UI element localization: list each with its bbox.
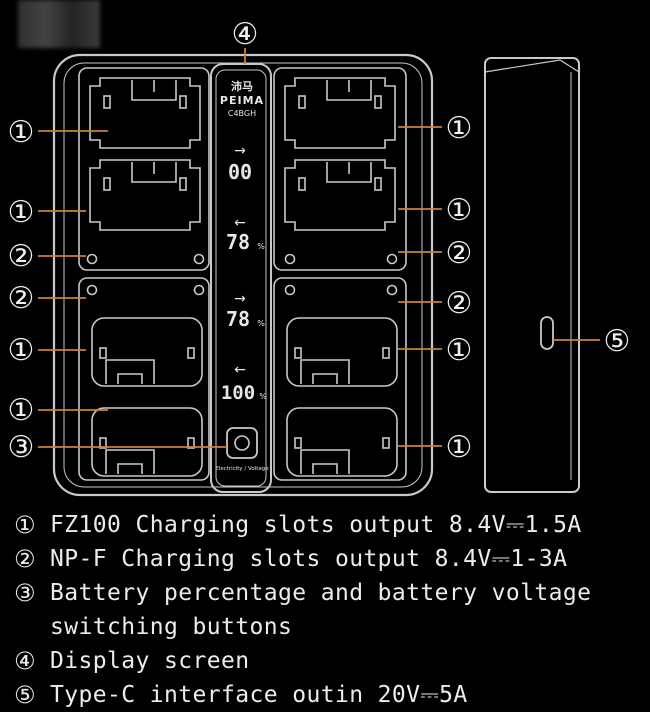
blurred-logo — [18, 0, 100, 48]
reading-3-arrow: → — [234, 291, 246, 307]
legend: ① FZ100 Charging slots output 8.4V⎓1.5A … — [14, 508, 644, 712]
callout-2-right-b: ② — [446, 286, 473, 321]
legend-text-1: FZ100 Charging slots output 8.4V⎓1.5A — [50, 512, 582, 538]
right-bottom-bay — [273, 277, 407, 481]
callout-2-left-a: ② — [8, 239, 35, 274]
reading-2-arrow: ← — [234, 215, 246, 231]
left-bottom-bay — [78, 277, 210, 481]
led-dot — [284, 284, 296, 296]
charger-side-view — [484, 57, 580, 493]
callout-1-left-c: ① — [8, 333, 35, 368]
led-dot — [284, 253, 296, 265]
type-c-port — [540, 316, 554, 350]
legend-text-5: Type-C interface outin 20V⎓5A — [50, 682, 468, 708]
legend-text-4: Display screen — [50, 648, 250, 674]
reading-3-unit: % — [257, 319, 265, 328]
legend-item-3: ③ Battery percentage and battery voltage — [14, 576, 644, 610]
callout-1-right-a: ① — [446, 111, 473, 146]
legend-item-5: ⑤ Type-C interface outin 20V⎓5A — [14, 678, 644, 712]
fz100-slot — [284, 77, 396, 149]
fz100-slot — [89, 77, 201, 149]
legend-item-4: ④ Display screen — [14, 644, 644, 678]
np-f-slot — [91, 407, 203, 477]
brand-name: PEIMA — [220, 94, 264, 107]
callout-1-right-c: ① — [446, 333, 473, 368]
callout-5-right: ⑤ — [604, 324, 631, 359]
np-f-slot — [91, 317, 203, 387]
reading-2-value: 78 — [226, 230, 250, 254]
brand-cn: 沛马 — [231, 79, 253, 93]
legend-num-2: ② — [14, 545, 36, 573]
reading-3-value: 78 — [226, 307, 250, 331]
led-dot — [193, 284, 205, 296]
right-top-bay — [273, 67, 407, 271]
button-caption: Electricity / Voltage — [215, 466, 269, 472]
callout-4-top: ④ — [232, 17, 259, 52]
callout-1-left-a: ① — [8, 115, 35, 150]
led-dot — [86, 284, 98, 296]
legend-text-2: NP-F Charging slots output 8.4V⎓1-3A — [50, 546, 568, 572]
legend-item-3-continuation: switching buttons — [14, 610, 644, 644]
led-dot — [193, 253, 205, 265]
charger-diagram: 沛马 PEIMA C4BGH → 00 ← 78 % → 78 % ← 100 … — [8, 17, 631, 497]
legend-item-2: ② NP-F Charging slots output 8.4V⎓1-3A — [14, 542, 644, 576]
callout-1-left-b: ① — [8, 195, 35, 230]
np-f-slot — [286, 407, 398, 477]
reading-2-unit: % — [257, 242, 265, 251]
left-top-bay — [78, 67, 210, 271]
model-code: C4BGH — [228, 109, 256, 118]
charger-body-inner — [63, 62, 423, 488]
fz100-slot — [89, 159, 201, 231]
legend-text-3-continuation: switching buttons — [50, 614, 293, 640]
legend-num-3: ③ — [14, 579, 36, 607]
reading-4-arrow: ← — [234, 362, 246, 378]
legend-item-1: ① FZ100 Charging slots output 8.4V⎓1.5A — [14, 508, 644, 542]
led-dot — [386, 284, 398, 296]
reading-4-unit: % — [259, 392, 267, 401]
led-dot — [86, 253, 98, 265]
callout-2-left-b: ② — [8, 281, 35, 316]
legend-num-1: ① — [14, 511, 36, 539]
charger-body — [52, 53, 434, 497]
switch-button — [226, 427, 258, 459]
legend-text-3: Battery percentage and battery voltage — [50, 580, 592, 606]
callout-1-right-d: ① — [446, 430, 473, 465]
callout-3-left: ③ — [8, 430, 35, 465]
callout-1-right-b: ① — [446, 193, 473, 228]
led-dot — [386, 253, 398, 265]
reading-4-value: 100 — [221, 382, 255, 404]
legend-num-5: ⑤ — [14, 681, 36, 709]
reading-1-value: 00 — [228, 160, 252, 184]
reading-1-arrow: → — [234, 143, 246, 159]
fz100-slot — [284, 159, 396, 231]
display-screen — [210, 63, 272, 493]
np-f-slot — [286, 317, 398, 387]
display-bezel — [215, 69, 267, 487]
callout-1-left-d: ① — [8, 393, 35, 428]
legend-num-4: ④ — [14, 647, 36, 675]
callout-2-right-a: ② — [446, 236, 473, 271]
